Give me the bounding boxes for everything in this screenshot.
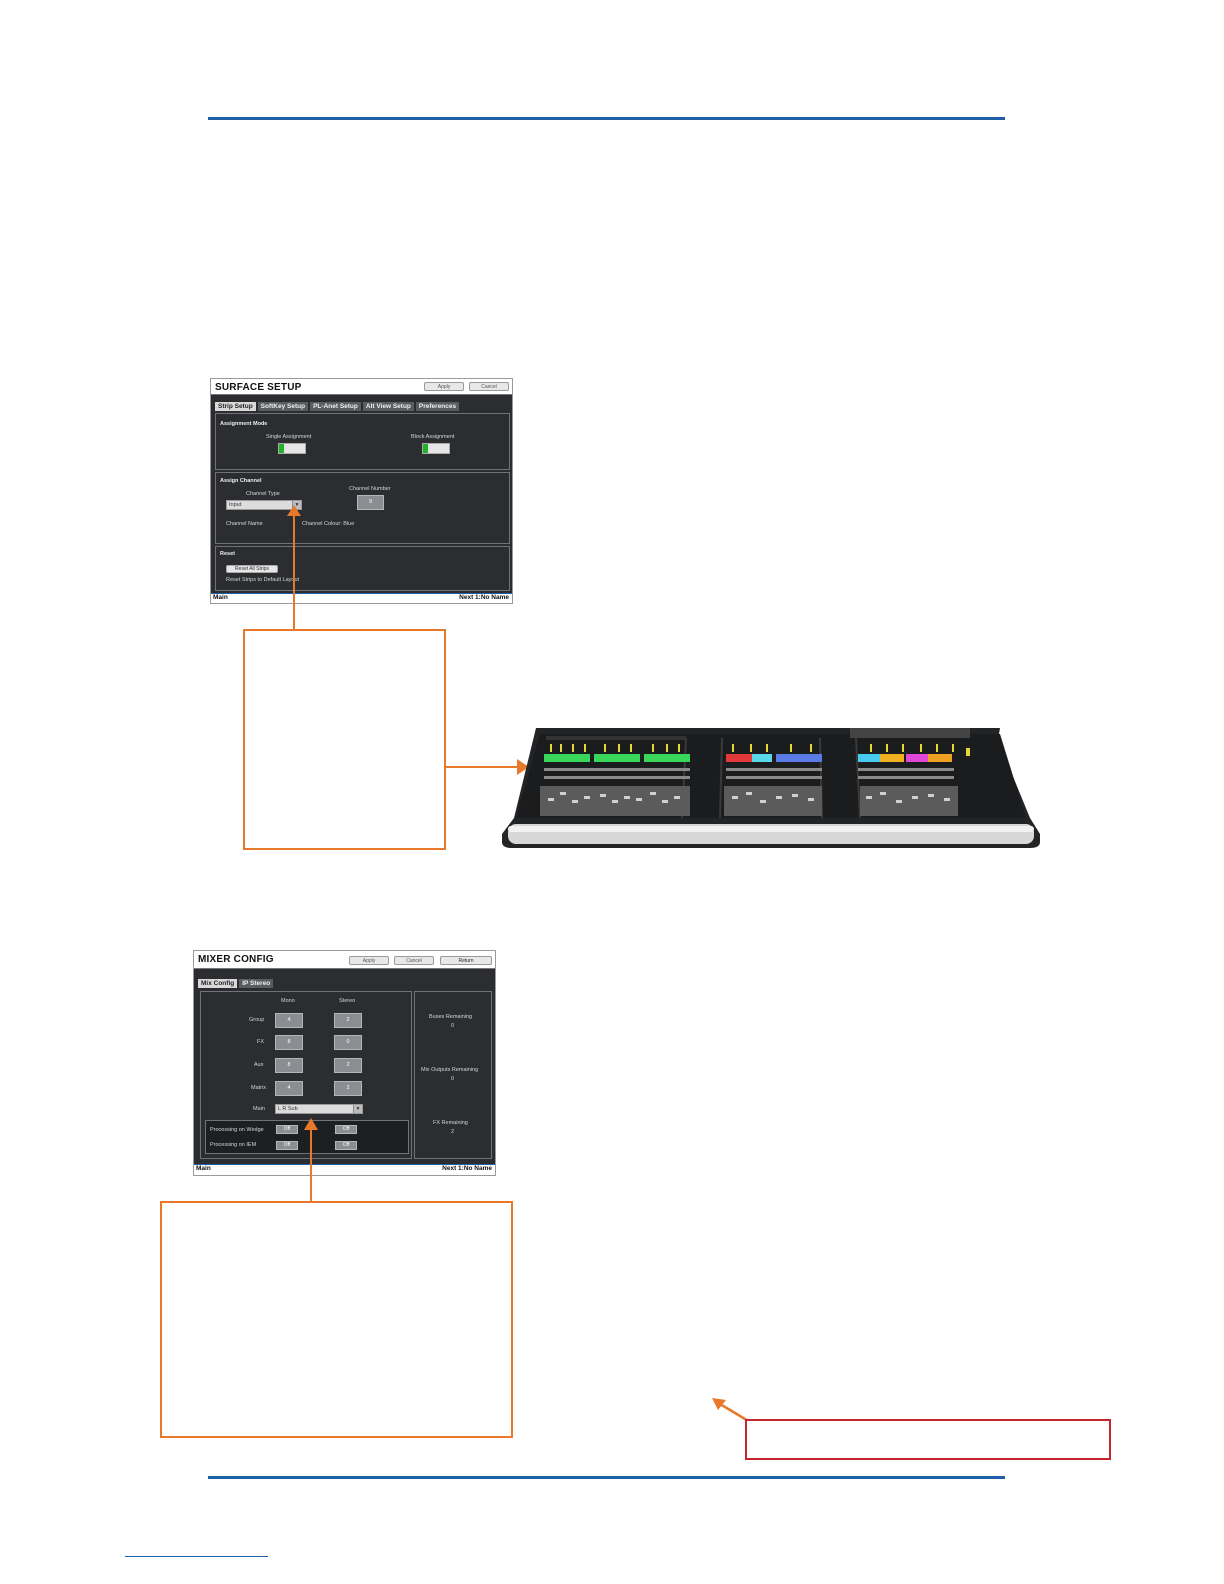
assignment-mode-panel: Assignment Mode Single Assignment Block …	[215, 413, 510, 470]
processing-panel: Processing on Wedge Off Off Processing o…	[205, 1120, 409, 1154]
cancel-button[interactable]: Cancel	[469, 382, 509, 391]
status-bar: Main Next 1:No Name	[194, 1164, 495, 1175]
channel-number-field[interactable]: 9	[357, 495, 384, 510]
mono-column-header: Mono	[281, 998, 295, 1004]
reset-panel: Reset Reset All Strips Reset Strips to D…	[215, 546, 510, 591]
reset-all-strips-button[interactable]: Reset All Strips	[226, 565, 278, 573]
main-config-dropdown[interactable]: L R Sub ▼	[275, 1104, 363, 1114]
tab-preferences[interactable]: Preferences	[415, 402, 460, 411]
block-assignment-toggle[interactable]	[422, 443, 450, 454]
status-next-label: Next 1:No Name	[459, 594, 509, 601]
status-scene-label: Main	[213, 594, 228, 601]
remaining-panel: Buses Remaining 0 Mix Outputs Remaining …	[414, 991, 492, 1159]
processing-on-iem-label: Processing on IEM	[210, 1142, 257, 1148]
tab-bar: Strip Setup SoftKey Setup PL-Anet Setup …	[215, 402, 460, 411]
buses-remaining-value: 0	[451, 1023, 455, 1029]
iem-mono-off-button[interactable]: Off	[276, 1141, 298, 1150]
status-scene-label: Main	[196, 1165, 211, 1172]
row-label-aux: Aux	[254, 1062, 264, 1068]
return-button[interactable]: Return	[440, 956, 492, 965]
iem-stereo-off-button[interactable]: Off	[335, 1141, 357, 1150]
mixer-config-screen: MIXER CONFIG Apply Cancel Return Mix Con…	[193, 950, 496, 1176]
assign-channel-panel: Assign Channel Channel Type Input ▼ Chan…	[215, 472, 510, 544]
note-box	[745, 1419, 1111, 1460]
surface-setup-title-bar: SURFACE SETUP Apply Cancel	[211, 379, 512, 395]
tab-ip-stereo[interactable]: IP Stereo	[239, 979, 274, 988]
aux-mono-field[interactable]: 8	[275, 1058, 303, 1073]
single-assignment-label: Single Assignment	[266, 434, 312, 440]
apply-button[interactable]: Apply	[349, 956, 389, 965]
status-next-label: Next 1:No Name	[442, 1165, 492, 1172]
channel-number-label: Channel Number	[349, 486, 391, 492]
row-label-fx: FX	[257, 1039, 265, 1045]
tab-pl-anet-setup[interactable]: PL-Anet Setup	[310, 402, 361, 411]
footer-rule	[208, 1476, 1005, 1479]
assignment-mode-heading: Assignment Mode	[220, 421, 268, 427]
tab-alt-view-setup[interactable]: Alt View Setup	[362, 402, 414, 411]
tab-strip-setup[interactable]: Strip Setup	[215, 402, 256, 411]
mixing-console-image	[502, 728, 1040, 848]
mix-outputs-remaining-value: 0	[451, 1076, 455, 1082]
channel-name-label: Channel Name	[226, 521, 263, 527]
callout-box-mixer	[160, 1201, 513, 1438]
fx-remaining-value: 2	[451, 1129, 455, 1135]
channel-type-label: Channel Type	[246, 491, 280, 497]
screen-title: SURFACE SETUP	[215, 382, 302, 393]
processing-on-wedge-label: Processing on Wedge	[210, 1127, 264, 1133]
matrix-mono-field[interactable]: 4	[275, 1081, 303, 1096]
main-label: Main	[253, 1106, 265, 1112]
aux-stereo-field[interactable]: 2	[334, 1058, 362, 1073]
status-bar: Main Next 1:No Name	[211, 593, 512, 603]
callout-connector	[310, 1128, 312, 1202]
wedge-stereo-off-button[interactable]: Off	[335, 1125, 357, 1134]
stereo-column-header: Stereo	[339, 998, 356, 1004]
callout-connector	[293, 512, 295, 631]
fx-remaining-label: FX Remaining	[433, 1120, 468, 1126]
wedge-mono-off-button[interactable]: Off	[276, 1125, 298, 1134]
tab-mix-config[interactable]: Mix Config	[198, 979, 238, 988]
toggle-indicator	[279, 444, 284, 453]
channel-colour-label: Channel Colour: Blue	[302, 521, 355, 527]
main-config-value: L R Sub	[278, 1106, 298, 1112]
chevron-down-icon: ▼	[353, 1105, 362, 1113]
block-assignment-label: Block Assignment	[411, 434, 455, 440]
fx-mono-field[interactable]: 8	[275, 1035, 303, 1050]
apply-button[interactable]: Apply	[424, 382, 464, 391]
mixer-config-title-bar: MIXER CONFIG Apply Cancel Return	[194, 951, 495, 969]
channel-type-value: Input	[229, 502, 242, 508]
callout-box-surface	[243, 629, 446, 850]
callout-connector	[445, 766, 520, 768]
tab-softkey-setup[interactable]: SoftKey Setup	[257, 402, 309, 411]
arrow-up-icon	[304, 1118, 318, 1130]
mix-outputs-remaining-label: Mix Outputs Remaining	[421, 1067, 479, 1073]
group-mono-field[interactable]: 4	[275, 1013, 303, 1028]
cancel-button[interactable]: Cancel	[394, 956, 434, 965]
arrow-up-icon	[287, 505, 301, 516]
single-assignment-toggle[interactable]	[278, 443, 306, 454]
group-stereo-field[interactable]: 2	[334, 1013, 362, 1028]
matrix-stereo-field[interactable]: 2	[334, 1081, 362, 1096]
header-rule	[208, 117, 1005, 120]
reset-heading: Reset	[220, 551, 235, 557]
buses-remaining-label: Buses Remaining	[429, 1014, 473, 1020]
screen-title: MIXER CONFIG	[198, 954, 274, 965]
mix-config-panel: Mono Stereo Group 4 2 FX 8 0 Aux 8 2 Mat…	[200, 991, 412, 1159]
assign-channel-heading: Assign Channel	[220, 478, 262, 484]
tab-bar: Mix Config IP Stereo	[198, 979, 274, 988]
reset-description: Reset Strips to Default Layout	[226, 577, 300, 583]
footer-link-underline	[125, 1556, 268, 1557]
fx-stereo-field[interactable]: 0	[334, 1035, 362, 1050]
toggle-indicator	[423, 444, 428, 453]
surface-setup-screen: SURFACE SETUP Apply Cancel Strip Setup S…	[210, 378, 513, 604]
row-label-group: Group	[249, 1017, 265, 1023]
row-label-matrix: Matrix	[251, 1085, 266, 1091]
